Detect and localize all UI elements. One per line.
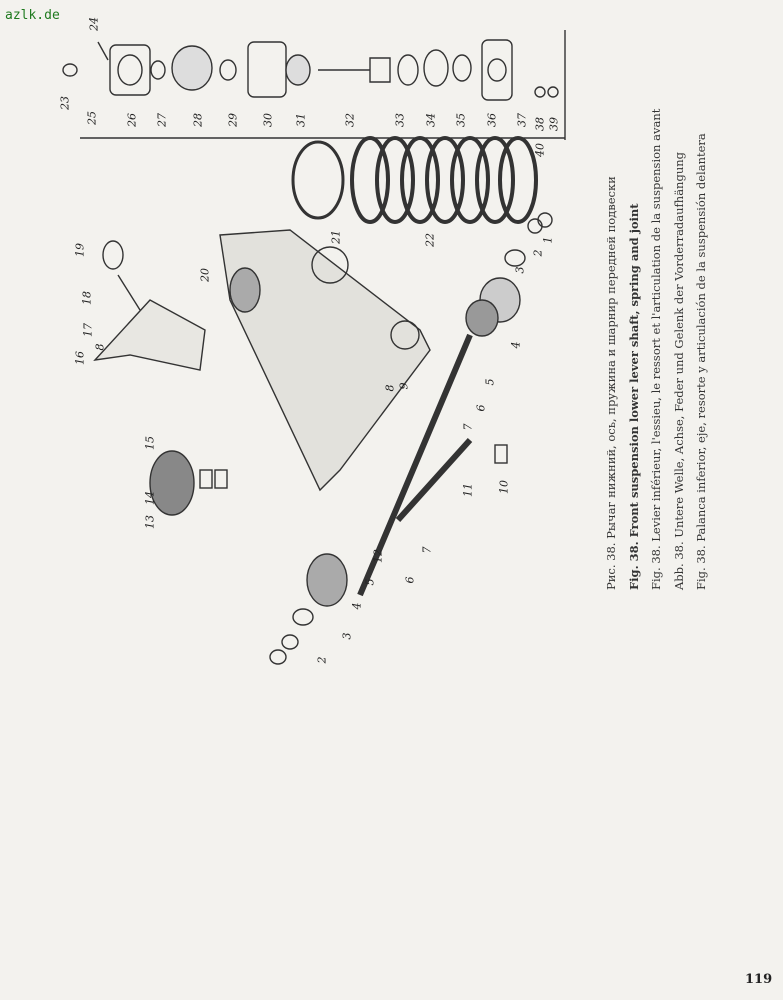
part-label: 4 bbox=[509, 341, 523, 349]
part-label: 31 bbox=[294, 113, 308, 127]
caption-ru: Рис. 38. Рычаг нижний, ось, пружина и ша… bbox=[604, 176, 618, 590]
part-label: 11 bbox=[461, 483, 475, 497]
nut-38 bbox=[534, 86, 546, 98]
nut-1 bbox=[269, 649, 287, 665]
part-label: 2 bbox=[315, 656, 329, 664]
part-label: 7 bbox=[461, 423, 475, 431]
caption-de: Abb. 38. Untere Welle, Achse, Feder und … bbox=[671, 151, 686, 590]
seat-40 bbox=[291, 140, 345, 220]
buffer-15 bbox=[149, 450, 195, 516]
coil-spring-22 bbox=[350, 136, 538, 224]
washer-19 bbox=[102, 240, 124, 270]
part-label: 40 bbox=[533, 143, 547, 157]
part-label: 23 bbox=[58, 96, 72, 110]
part-label: 22 bbox=[423, 233, 437, 247]
ring-29 bbox=[219, 59, 237, 81]
part-label: 21 bbox=[329, 230, 343, 244]
washer-27 bbox=[150, 60, 166, 80]
part-label: 9 bbox=[397, 382, 411, 390]
nut-39 bbox=[547, 86, 559, 98]
part-label: 24 bbox=[87, 17, 101, 31]
part-label: 36 bbox=[485, 113, 499, 127]
caption-en: Fig. 38. Front suspension lower lever sh… bbox=[626, 203, 641, 590]
part-label: 39 bbox=[547, 117, 561, 131]
shaft bbox=[357, 333, 473, 597]
knuckle-18 bbox=[93, 299, 206, 371]
pin-24 bbox=[97, 41, 109, 61]
part-label: 29 bbox=[226, 113, 240, 127]
part-label: 16 bbox=[73, 351, 87, 365]
part-label: 2 bbox=[531, 249, 545, 257]
nut-23 bbox=[62, 63, 78, 77]
part-label: 1 bbox=[541, 236, 555, 244]
part-label: 19 bbox=[73, 243, 87, 257]
part-label: 4 bbox=[350, 602, 364, 610]
shaft-11 bbox=[395, 437, 473, 523]
part-label: 37 bbox=[515, 113, 529, 127]
watermark: azlk.de bbox=[5, 8, 60, 23]
part-label: 12 bbox=[371, 549, 385, 563]
part-label: 34 bbox=[424, 113, 438, 127]
bump-stop bbox=[229, 267, 261, 313]
part-label: 32 bbox=[343, 113, 357, 127]
ring-34 bbox=[423, 49, 449, 87]
caption-es: Fig. 38. Palanca inferior, eje, resorte … bbox=[694, 133, 708, 590]
figure-captions: Рис. 38. Рычаг нижний, ось, пружина и ша… bbox=[600, 70, 713, 590]
part-label: 6 bbox=[474, 404, 488, 412]
pin-32 bbox=[318, 57, 391, 83]
flange-26 bbox=[109, 44, 151, 96]
spring-35 bbox=[452, 54, 472, 82]
part-label: 8 bbox=[93, 343, 107, 351]
bolt-10 bbox=[494, 444, 508, 464]
housing-36 bbox=[481, 39, 513, 101]
bushing-4 bbox=[306, 553, 348, 607]
bearing-33 bbox=[397, 54, 419, 86]
part-label: 3 bbox=[340, 632, 354, 640]
part-label: 5 bbox=[363, 578, 377, 586]
part-label: 13 bbox=[143, 515, 157, 529]
part-label: 14 bbox=[143, 491, 157, 505]
washer-3 bbox=[504, 249, 526, 267]
cover-30 bbox=[247, 41, 287, 98]
part-label: 3 bbox=[513, 266, 527, 274]
lever-joint bbox=[311, 246, 349, 284]
washer-3b bbox=[292, 608, 314, 626]
part-label: 6 bbox=[403, 576, 417, 584]
part-label: 33 bbox=[393, 113, 407, 127]
page-number: 119 bbox=[745, 972, 773, 987]
part-label: 30 bbox=[261, 113, 275, 127]
part-label: 7 bbox=[420, 546, 434, 554]
part-label: 8 bbox=[383, 384, 397, 392]
ball-31 bbox=[285, 54, 311, 86]
part-label: 25 bbox=[85, 111, 99, 125]
caption-fr: Fig. 38. Levier inférieur, l'essieu, le … bbox=[649, 108, 663, 590]
part-label: 28 bbox=[191, 113, 205, 127]
nut-2 bbox=[281, 634, 299, 650]
part-label: 15 bbox=[143, 436, 157, 450]
part-label: 17 bbox=[81, 323, 95, 337]
part-label: 35 bbox=[454, 113, 468, 127]
part-label: 26 bbox=[125, 113, 139, 127]
part-label: 18 bbox=[80, 291, 94, 305]
part-label: 27 bbox=[155, 113, 169, 127]
part-label: 20 bbox=[198, 268, 212, 282]
lower-lever-20 bbox=[219, 229, 431, 492]
part-label: 10 bbox=[497, 480, 511, 494]
boot-28 bbox=[171, 45, 213, 91]
part-label: 38 bbox=[533, 117, 547, 131]
part-label: 5 bbox=[483, 378, 497, 386]
